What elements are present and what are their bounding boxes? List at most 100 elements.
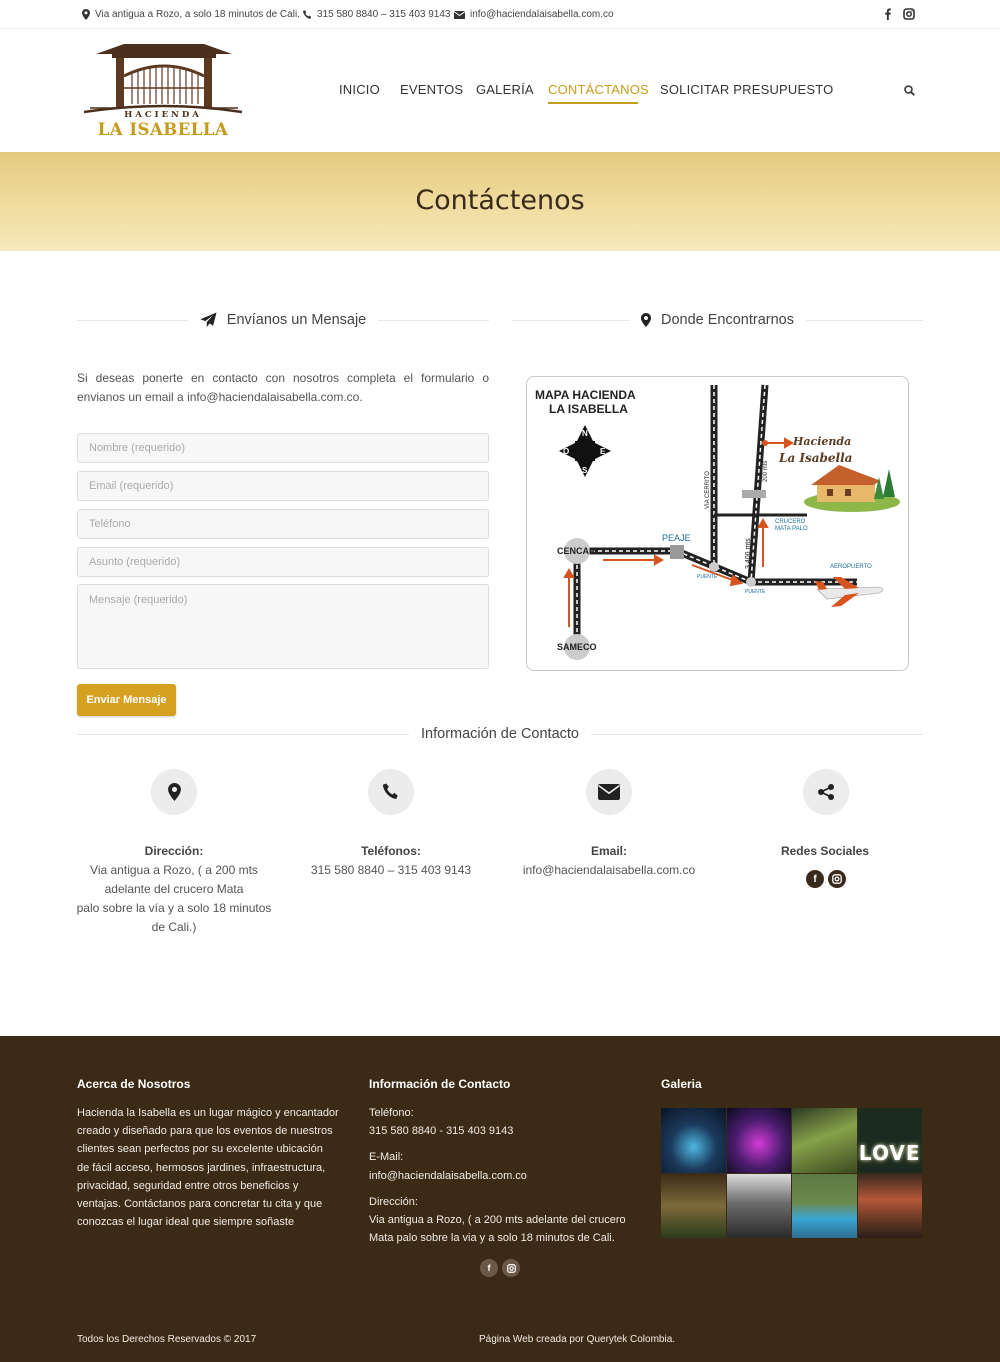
email-text[interactable]: info@haciendalaisabella.com.co (522, 863, 696, 877)
subject-input[interactable] (77, 547, 489, 577)
paper-plane-icon (200, 312, 217, 327)
topbar-phones-text: 315 580 8840 – 315 403 9143 (317, 9, 451, 20)
location-map: MAPA HACIENDA LA ISABELLA N S E O (526, 376, 909, 671)
site-footer: Acerca de Nosotros Hacienda la Isabella … (0, 1036, 1000, 1362)
site-header: HACIENDA LA ISABELLA INICIO EVENTOS GALE… (0, 29, 1000, 152)
logo-text-hacienda: HACIENDA (124, 110, 202, 120)
logo-text-name: LA ISABELLA (97, 120, 229, 139)
name-input[interactable] (77, 433, 489, 463)
instagram-icon[interactable] (903, 8, 915, 20)
divider-line (806, 319, 923, 321)
footer-facebook-icon[interactable]: f (480, 1259, 498, 1277)
footer-address-line: Mata palo sobre la via y a solo 18 minut… (369, 1232, 615, 1245)
footer-email-value[interactable]: info@haciendalaisabella.com.co (369, 1169, 527, 1182)
topbar-address: Via antigua a Rozo, a solo 18 minutos de… (82, 9, 300, 20)
map-label-hacienda-2: La Isabella (778, 451, 852, 465)
phones-title: Teléfonos: (361, 844, 421, 858)
page-title-band: Contáctenos (0, 152, 1000, 251)
site-logo[interactable]: HACIENDA LA ISABELLA (82, 42, 244, 140)
gallery-love-sign: LOVE (858, 1140, 921, 1165)
footer-gallery-heading: Galeria (661, 1077, 702, 1091)
gallery-thumb[interactable]: LOVE (857, 1108, 922, 1173)
map-label-3400mts: 3.400 mts (745, 538, 752, 569)
email-input[interactable] (77, 471, 489, 501)
facebook-icon[interactable]: f (806, 870, 824, 888)
map-label-peaje: PEAJE (662, 533, 691, 543)
footer-instagram-icon[interactable] (502, 1259, 520, 1277)
form-intro-text: Si deseas ponerte en contacto con nosotr… (77, 371, 489, 404)
gallery-thumb[interactable] (792, 1173, 857, 1238)
map-label-puente-2: PUENTE (745, 589, 766, 595)
footer-about-text: Hacienda la Isabella es un lugar mágico … (77, 1104, 357, 1231)
email-title: Email: (590, 844, 627, 858)
footer-email-label: E-Mail: (369, 1151, 404, 1164)
divider-line (591, 733, 924, 735)
instagram-glyph-icon (506, 1263, 516, 1273)
facebook-icon[interactable] (882, 8, 894, 20)
gallery-thumb[interactable] (661, 1173, 726, 1238)
footer-about-line: ventajas. Contáctanos para concretar tu … (77, 1198, 323, 1211)
topbar-email[interactable]: info@haciendalaisabella.com.co (454, 9, 614, 20)
nav-solicitar-presupuesto[interactable]: SOLICITAR PRESUPUESTO (660, 82, 834, 97)
divider-line (512, 319, 629, 321)
nav-eventos[interactable]: EVENTOS (400, 82, 464, 97)
footer-contact-text: Teléfono: 315 580 8840 - 315 403 9143 E-… (369, 1104, 639, 1247)
footer-credit[interactable]: Página Web creada por Querytek Colombia. (479, 1334, 676, 1345)
nav-contactanos[interactable]: CONTÁCTANOS (548, 82, 649, 97)
page-title: Contáctenos (415, 185, 585, 216)
form-section-title: Envíanos un Mensaje (226, 312, 367, 328)
map-section-title: Donde Encontrarnos (661, 312, 794, 328)
footer-contact-heading: Información de Contacto (369, 1077, 511, 1091)
envelope-icon (454, 10, 465, 19)
footer-about-line: de fácil acceso, hermosos jardines, infr… (77, 1161, 326, 1174)
topbar-email-text[interactable]: info@haciendalaisabella.com.co (470, 9, 614, 20)
airplane-icon (815, 577, 884, 607)
gallery-thumb[interactable] (857, 1173, 922, 1238)
house-icon (804, 465, 900, 512)
message-textarea[interactable] (77, 584, 489, 669)
send-message-button[interactable]: Enviar Mensaje (77, 684, 176, 716)
topbar-address-text: Via antigua a Rozo, a solo 18 minutos de… (95, 9, 300, 20)
footer-about-line: clientes sean perfectos por su excelente… (77, 1143, 323, 1156)
address-line: Via antigua a Rozo, ( a 200 mts (90, 863, 258, 877)
gallery-thumb[interactable] (792, 1108, 857, 1173)
share-icon-circle (803, 769, 849, 815)
nav-galeria[interactable]: GALERÍA (476, 82, 534, 97)
gallery-thumb[interactable] (726, 1173, 791, 1238)
share-icon (818, 784, 834, 800)
search-icon[interactable] (904, 85, 915, 96)
map-title-line2: LA ISABELLA (549, 402, 628, 416)
footer-about-line: Hacienda la Isabella es un lugar mágico … (77, 1107, 339, 1119)
map-label-crucero-2: MATA PALO (775, 526, 808, 532)
footer-gallery: LOVE (661, 1108, 922, 1238)
contact-info-title: Información de Contacto (421, 726, 579, 742)
instagram-icon[interactable] (828, 870, 846, 888)
divider-line (77, 319, 188, 321)
divider-line (77, 733, 410, 735)
map-section-heading: Donde Encontrarnos (512, 310, 923, 330)
social-title: Redes Sociales (780, 844, 870, 858)
location-pin-icon (641, 313, 651, 327)
gallery-thumb[interactable] (726, 1108, 791, 1173)
footer-phone-value: 315 580 8840 - 315 403 9143 (369, 1125, 514, 1138)
location-pin-icon (82, 9, 90, 20)
footer-about-line: conozcas el lugar ideal que siempre soña… (77, 1216, 295, 1229)
topbar-phones: 315 580 8840 – 315 403 9143 (303, 9, 450, 20)
phones-text: 315 580 8840 – 315 403 9143 (310, 863, 472, 877)
phone-input[interactable] (77, 509, 489, 539)
compass-o: O (563, 447, 569, 456)
nav-inicio[interactable]: INICIO (339, 82, 380, 97)
map-label-aeropuerto: AEROPUERTO (830, 564, 872, 570)
divider-line (378, 319, 490, 321)
map-label-puente-1: PUENTE (697, 574, 718, 580)
address-line: de Cali.) (151, 920, 197, 934)
footer-address-label: Dirección: (369, 1195, 418, 1208)
footer-about-heading: Acerca de Nosotros (77, 1077, 191, 1091)
gallery-thumb[interactable] (661, 1108, 726, 1173)
compass-e: E (600, 447, 606, 456)
location-pin-icon (167, 783, 181, 801)
footer-about-line: creado y diseñado para que los eventos d… (77, 1125, 333, 1138)
phone-icon (382, 783, 398, 800)
map-label-hacienda-1: Hacienda (792, 435, 851, 448)
nav-active-underline (548, 102, 638, 104)
